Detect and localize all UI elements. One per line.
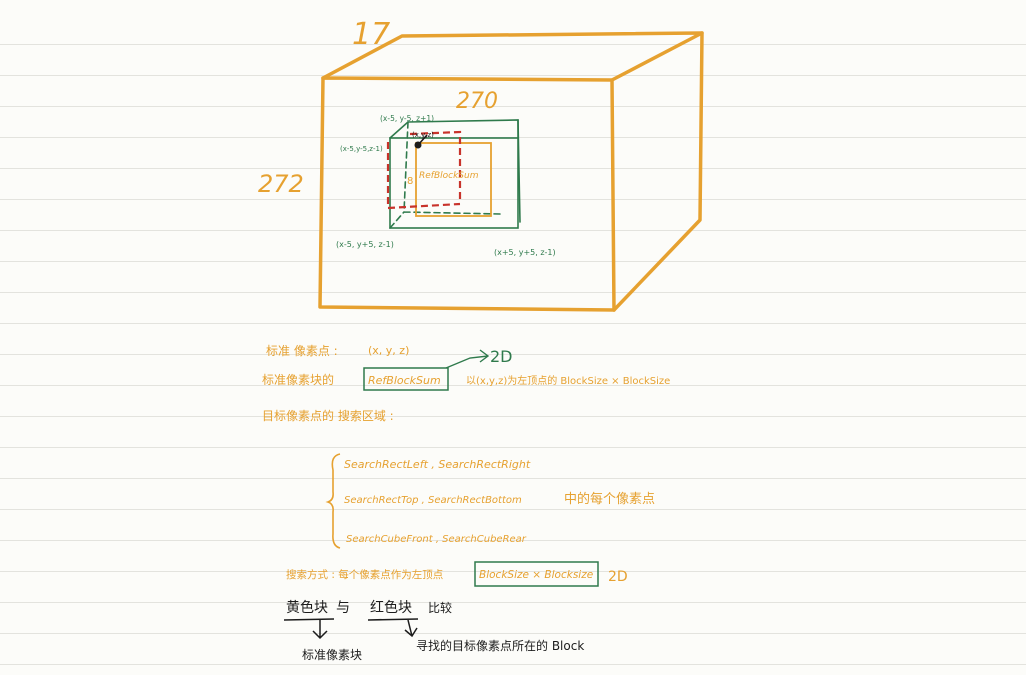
search-row-suffix: 中的每个像素点 [564, 491, 655, 507]
arrow-to-2d-a [445, 349, 490, 369]
candidate-block-outline [386, 130, 462, 210]
underline-yellow [283, 618, 335, 621]
note-blocksize-box: BlockSize × Blocksize [479, 569, 593, 581]
search-block-front [389, 137, 519, 229]
compare-tail: 比较 [428, 600, 452, 615]
note-2d-a: 2D [490, 347, 513, 366]
arrow-yellow-down [312, 620, 328, 640]
note-search-method: 搜索方式 : 每个像素点作为左顶点 [286, 568, 443, 581]
compare-with: 与 [336, 600, 350, 616]
reference-block-square [415, 142, 492, 217]
note-refblocksum: RefBlockSum [368, 374, 441, 387]
note-standard-block-label: 标准像素块的 [262, 372, 334, 387]
cube-right-face [612, 31, 704, 312]
compare-yellow-block: 黄色块 [286, 599, 328, 616]
note-2d-b: 2D [608, 569, 628, 585]
ref-block-sum-label: RefBlockSum [419, 171, 479, 181]
search-row-3: SearchCubeFront , SearchCubeRear [346, 534, 527, 545]
candidate-block-drawing [386, 130, 462, 210]
reference-point-arrow [417, 134, 428, 146]
cube-height-label: 272 [258, 170, 304, 198]
note-standard-pixel-value: (x, y, z) [368, 344, 409, 357]
cube-width-label: 270 [456, 89, 498, 114]
arrow-red-down [404, 619, 418, 638]
note-search-area-title: 目标像素点的 搜索区域 : [262, 408, 394, 423]
refblocksum-box [363, 367, 449, 391]
search-block-edge-top [389, 121, 409, 139]
search-brace [325, 453, 341, 549]
blocksize-box [474, 561, 599, 587]
under-standard-block: 标准像素块 [302, 648, 362, 662]
under-target-block: 寻找的目标像素点所在的 Block [416, 638, 584, 653]
block-side-mark: 8 [407, 176, 413, 187]
note-standard-block-desc: 以(x,y,z)为左顶点的 BlockSize × BlockSize [466, 374, 670, 387]
coord-bottom-right: (x+5, y+5, z-1) [494, 248, 556, 257]
coord-bottom-left: (x-5, y+5, z-1) [336, 240, 394, 249]
reference-block-drawing [415, 142, 492, 217]
cube-top-face [321, 31, 704, 82]
compare-red-block: 红色块 [370, 599, 412, 616]
coord-left-mid: (x-5,y-5,z-1) [340, 145, 383, 153]
note-standard-pixel-label: 标准 像素点 : [266, 344, 338, 358]
cube-depth-label: 17 [352, 17, 390, 52]
coord-point: (x,y,z) [412, 131, 434, 139]
underline-red [367, 618, 419, 621]
search-row-2: SearchRectTop , SearchRectBottom [344, 495, 522, 506]
coord-top-back: (x-5, y-5, z+1) [380, 114, 434, 123]
search-block-drawing [389, 119, 521, 229]
cube-drawing [318, 31, 704, 312]
search-block-hidden-edges [389, 121, 501, 229]
search-row-1: SearchRectLeft , SearchRectRight [344, 458, 531, 471]
